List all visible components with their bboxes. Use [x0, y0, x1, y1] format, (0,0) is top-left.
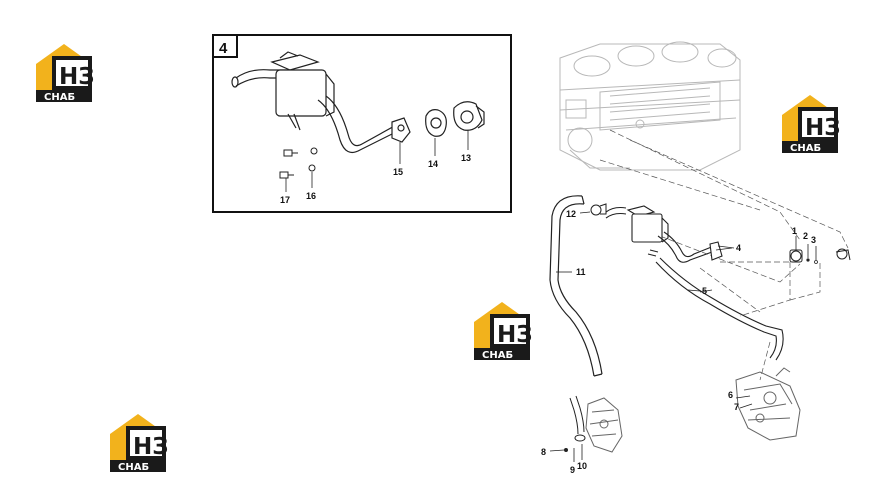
- callout-2: 2: [803, 231, 808, 241]
- logo-mark: НЗ: [497, 322, 533, 348]
- logo-caption: СНАБ: [44, 92, 75, 103]
- egr-cooler: [231, 51, 411, 153]
- pipe-5: [655, 257, 784, 361]
- front-cover: [585, 397, 623, 453]
- inset-detail-4: 4: [212, 34, 512, 213]
- fitting-1: [789, 236, 803, 263]
- logo-mark: НЗ: [805, 115, 841, 141]
- logo-bottom-left: НЗ СНАБ: [110, 414, 169, 473]
- main-leaders: [556, 245, 735, 292]
- logo-mark: НЗ: [133, 434, 169, 460]
- callout-12: 12: [566, 209, 576, 219]
- logo-right: НЗ СНАБ: [782, 95, 841, 154]
- callout-13: 13: [461, 153, 471, 163]
- callout-3: 3: [811, 235, 816, 245]
- fitting-3: [814, 246, 818, 264]
- logo-center: НЗ СНАБ: [474, 302, 533, 361]
- callout-15: 15: [393, 167, 403, 177]
- callout-9: 9: [570, 465, 575, 475]
- gasket-14: [425, 109, 447, 137]
- callout-4: 4: [736, 243, 741, 253]
- callout-7: 7: [734, 402, 739, 412]
- logo-caption: СНАБ: [790, 143, 821, 154]
- inset-number: 4: [219, 40, 228, 57]
- callout-17: 17: [280, 195, 290, 205]
- callout-11: 11: [576, 267, 586, 277]
- fitting-right: [835, 248, 851, 261]
- cooler-assembly-4: [605, 205, 733, 263]
- hose-11: [549, 195, 603, 377]
- callout-16: 16: [306, 191, 316, 201]
- flange-13: [453, 101, 485, 131]
- washer-16: [308, 164, 316, 172]
- logo-caption: СНАБ: [482, 350, 513, 361]
- logo-caption: СНАБ: [118, 462, 149, 473]
- callout-14: 14: [428, 159, 438, 169]
- callout-5: 5: [702, 286, 707, 296]
- logo-top-left: НЗ СНАБ: [36, 44, 95, 103]
- inset-leaders: [285, 130, 469, 192]
- hose-small-lower: [549, 395, 586, 462]
- clamp-12: [579, 203, 607, 216]
- callout-8: 8: [541, 447, 546, 457]
- bolt-17: [279, 171, 294, 179]
- fitting-2: [806, 244, 810, 262]
- engine-block: [559, 41, 741, 171]
- pump-housing: [735, 367, 801, 441]
- callout-10: 10: [577, 461, 587, 471]
- logo-mark: НЗ: [59, 64, 95, 90]
- bolt-small-upper: [283, 147, 318, 157]
- assembly-dashed-lines: [599, 129, 849, 381]
- callout-1: 1: [792, 226, 797, 236]
- callout-6: 6: [728, 390, 733, 400]
